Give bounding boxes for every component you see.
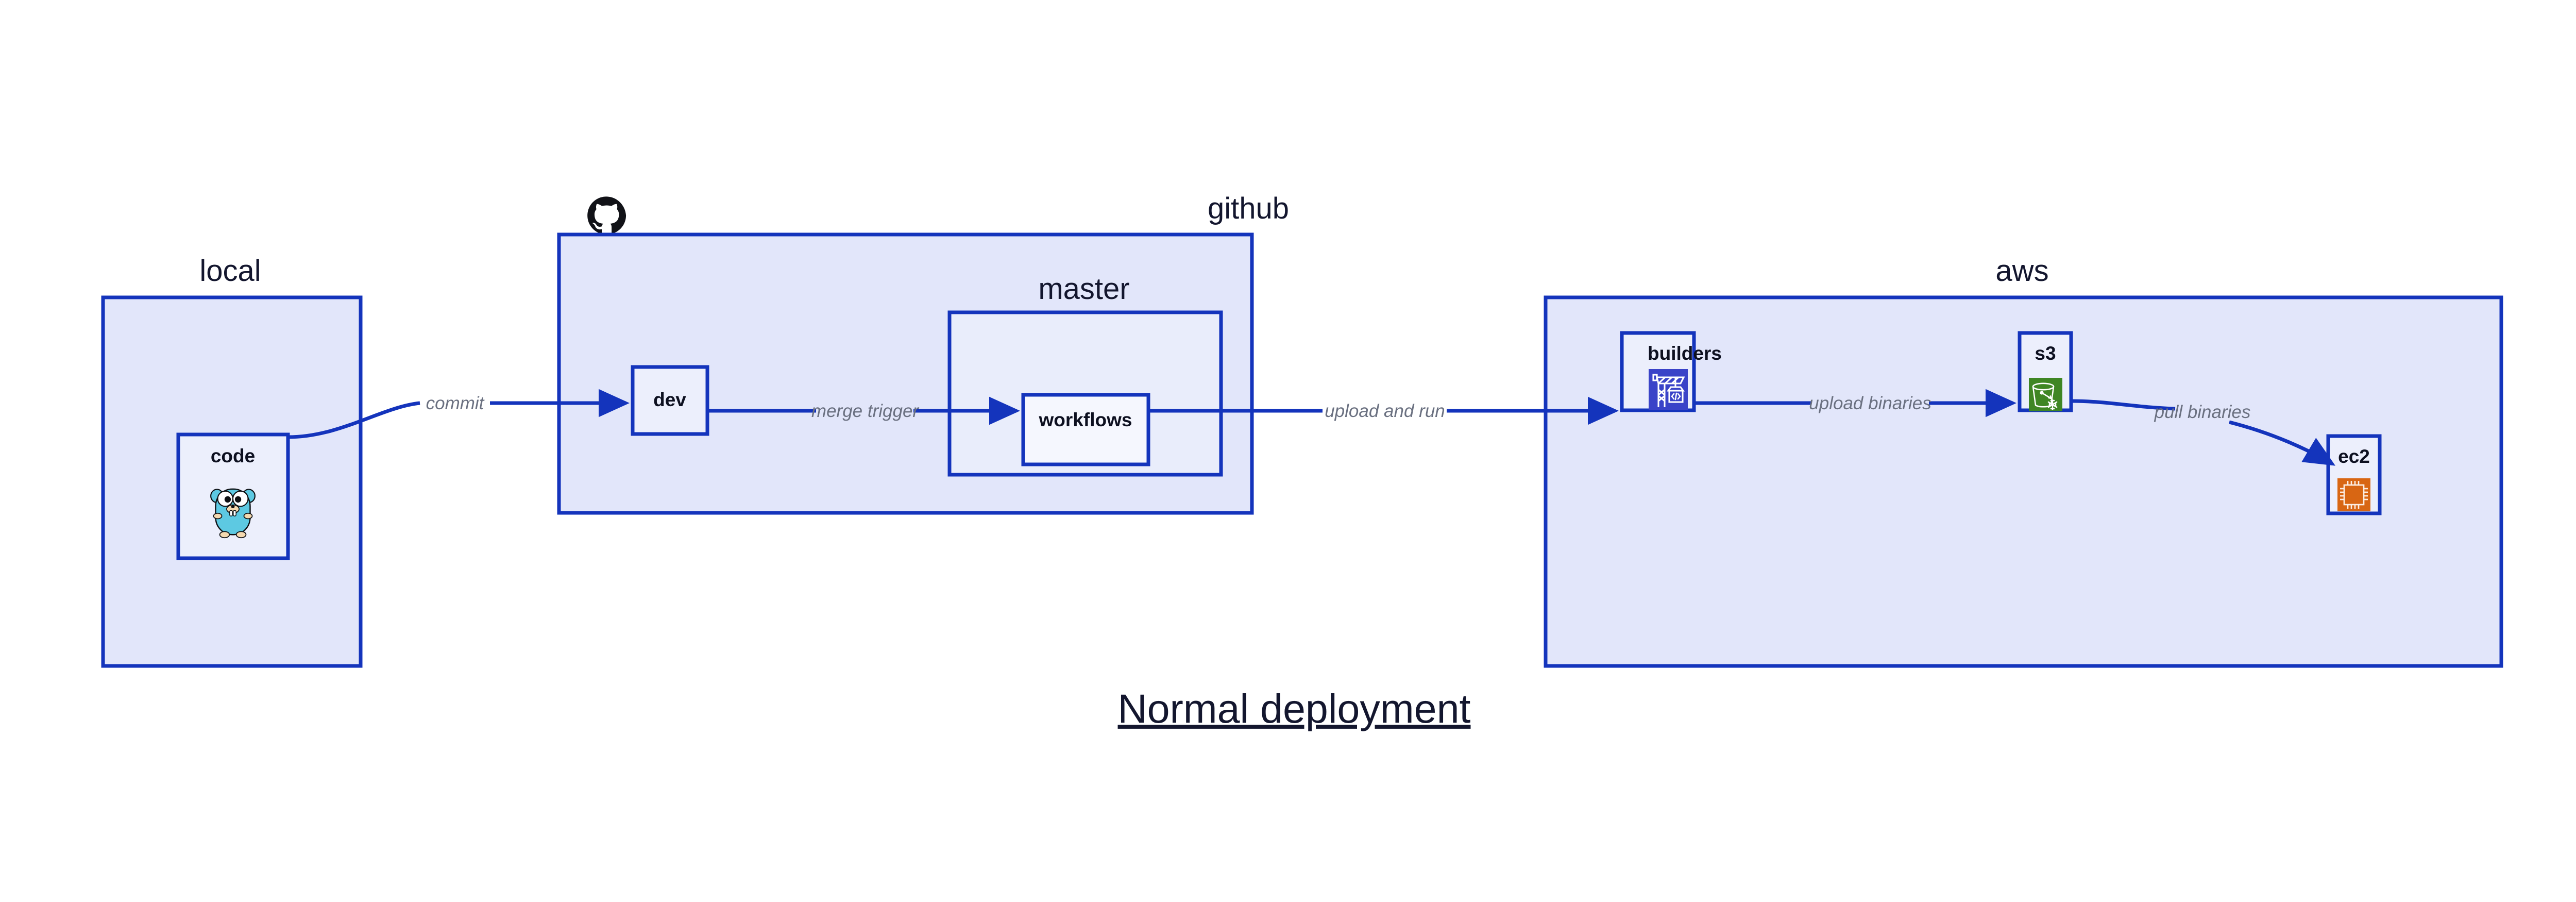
node-label-ec2: ec2 [2338,446,2370,467]
go-gopher-icon [210,488,256,539]
master-container [947,310,1223,477]
node-ec2[interactable]: ec2 [2326,434,2382,515]
group-label-master: master [1038,272,1129,306]
edge-workflows-to-builders: upload and run [1148,396,1619,425]
aws-ec2-chip-icon [2337,478,2370,511]
group-github: github master workflows dev [557,192,1289,515]
dev-box[interactable] [631,365,709,436]
group-label-aws: aws [1995,254,2048,288]
edge-label-pull-binaries: pull binaries [2154,402,2251,422]
node-code[interactable]: code [176,432,290,560]
node-workflows[interactable]: workflows [1021,393,1150,466]
edge-dev-to-workflows: merge trigger [707,396,1021,425]
edge-label-commit: commit [426,393,485,413]
github-octocat-icon [587,196,626,234]
edge-line-s3-to-ec2-curve-b [2229,420,2336,466]
group-master: master workflows [947,272,1223,477]
node-label-code: code [211,445,255,466]
group-label-local: local [199,254,261,288]
node-dev[interactable]: dev [631,365,709,436]
aws-crane-builder-icon [1649,369,1688,410]
node-label-dev: dev [653,389,686,410]
edge-line-s3-to-ec2-curve-a [2071,399,2176,411]
node-label-s3: s3 [2035,343,2056,364]
diagram-title: Normal deployment [1118,686,1471,731]
workflows-box[interactable] [1021,393,1150,466]
node-builders[interactable]: builders [1620,331,1722,412]
edge-builders-to-s3: upload binaries [1694,389,2017,417]
edge-label-upload-binaries: upload binaries [1809,393,1931,413]
aws-s3-glacier-bucket-icon [2029,378,2062,411]
connectors: commit merge trigger upload and run uplo… [287,389,2336,466]
edge-line-code-to-dev-curve [287,401,420,439]
group-label-github: github [1208,192,1289,225]
node-s3[interactable]: s3 [2018,331,2073,412]
edge-s3-to-ec2: pull binaries [2071,399,2336,466]
group-local: local code [101,254,363,668]
edge-label-upload-and-run: upload and run [1325,401,1445,421]
edge-label-merge-trigger: merge trigger [811,401,919,421]
node-label-workflows: workflows [1039,409,1132,430]
edge-code-to-dev: commit [287,389,630,439]
group-aws: aws builders [1544,254,2503,668]
node-label-builders: builders [1648,343,1722,364]
